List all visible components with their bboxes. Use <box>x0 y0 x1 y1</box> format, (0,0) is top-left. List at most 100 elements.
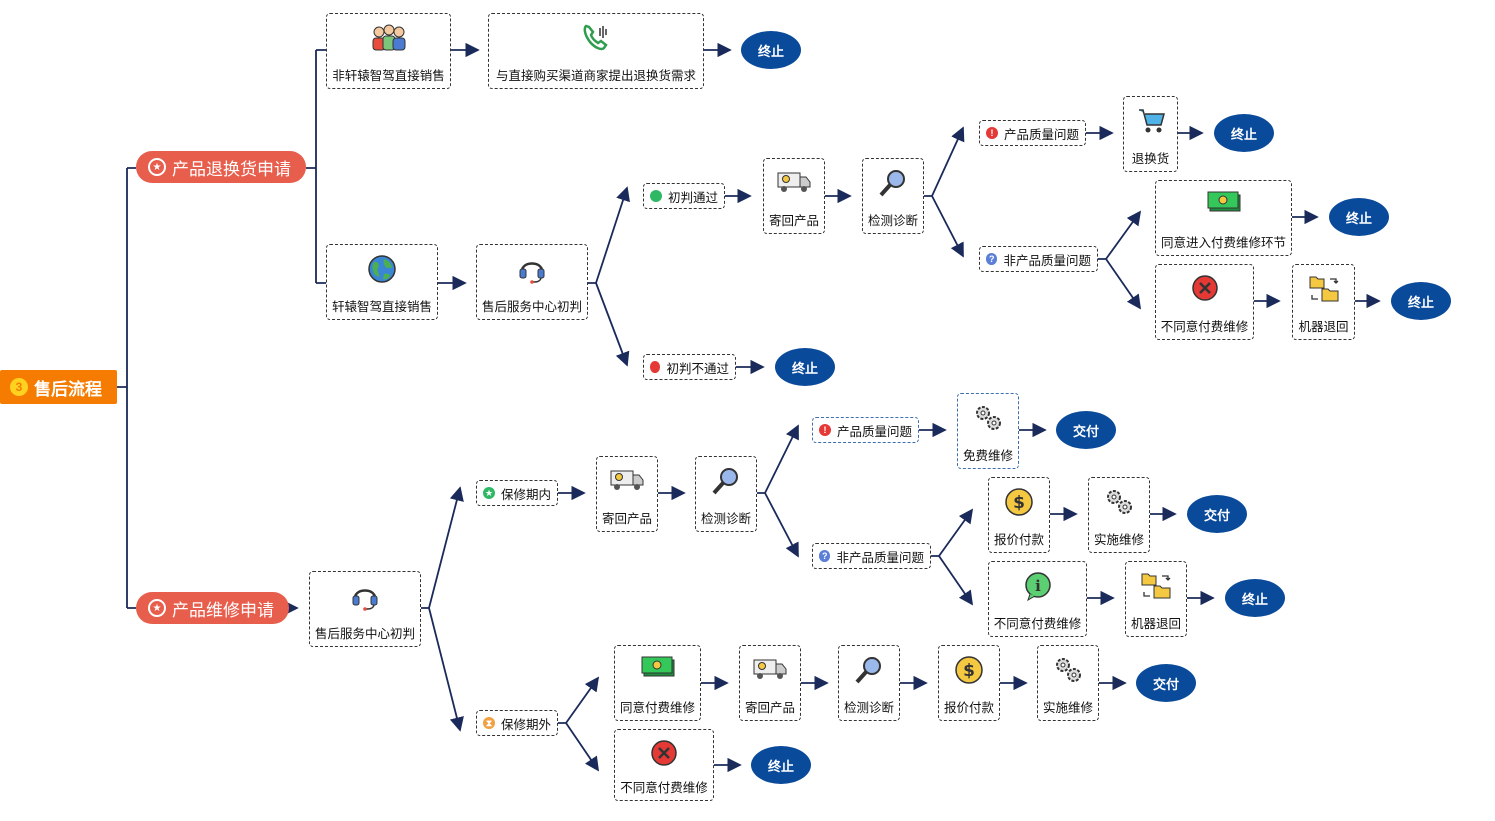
tag-quality-issue[interactable]: ! 产品质量问题 <box>979 120 1086 146</box>
question-icon: ? <box>986 253 998 265</box>
truck-icon <box>777 172 811 192</box>
node-send-back[interactable]: 寄回产品 <box>763 158 825 234</box>
svg-text:i: i <box>1035 577 1041 595</box>
terminal-end: 终止 <box>1391 282 1451 320</box>
node-repair-machine-return[interactable]: 机器退回 <box>1125 561 1187 637</box>
gears-icon <box>976 406 1001 430</box>
branch-return-label: 产品退换货申请 <box>172 159 291 179</box>
node-direct-sales[interactable]: 轩辕智驾直接销售 <box>326 244 438 320</box>
terminal-label: 终止 <box>1241 591 1268 607</box>
number-badge: 3 <box>10 378 28 396</box>
truck-icon <box>610 470 644 490</box>
phone-icon <box>583 24 608 51</box>
node-label: 寄回产品 <box>768 214 819 228</box>
headset-icon <box>519 262 545 284</box>
gears-icon <box>1107 490 1132 514</box>
terminal-end: 终止 <box>741 31 801 69</box>
star-badge-icon: ★ <box>483 487 495 499</box>
branch-repair-label: 产品维修申请 <box>172 600 274 620</box>
alert-icon: ! <box>986 127 998 139</box>
tag-label: 非产品质量问题 <box>836 550 924 565</box>
node-implement[interactable]: 实施维修 <box>1088 477 1150 553</box>
terminal-end: 终止 <box>775 348 835 386</box>
node-exchange[interactable]: 退换货 <box>1123 96 1178 172</box>
node-label: 非轩辕智驾直接销售 <box>332 69 445 83</box>
node-agree-paid-repair[interactable]: 同意付费维修 <box>614 645 701 721</box>
node-repair-service-check[interactable]: 售后服务中心初判 <box>309 571 421 647</box>
node-out-implement[interactable]: 实施维修 <box>1037 645 1099 721</box>
node-free-repair[interactable]: 免费维修 <box>957 393 1019 469</box>
close-icon <box>1191 275 1218 301</box>
node-label: 机器退回 <box>1298 320 1349 334</box>
tag-label: 产品质量问题 <box>1003 127 1079 142</box>
node-agree-paid[interactable]: 同意进入付费维修环节 <box>1155 180 1292 256</box>
tag-label: 非产品质量问题 <box>1003 253 1091 268</box>
node-contact-merchant[interactable]: 与直接购买渠道商家提出退换货需求 <box>488 13 704 89</box>
terminal-label: 终止 <box>757 43 784 59</box>
tag-label: 保修期外 <box>500 717 551 732</box>
terminal-deliver: 交付 <box>1187 495 1247 533</box>
root-label: 售后流程 <box>34 379 102 399</box>
node-repair-disagree[interactable]: i 不同意付费维修 <box>988 561 1087 637</box>
people-icon <box>372 24 405 51</box>
node-label: 报价付款 <box>993 533 1044 547</box>
tag-label: 产品质量问题 <box>836 424 912 439</box>
node-non-direct-sales[interactable]: 非轩辕智驾直接销售 <box>326 13 451 89</box>
folders-icon <box>1309 276 1338 302</box>
dollar-icon: $ <box>1005 488 1033 516</box>
truck-icon <box>753 659 787 679</box>
node-quote-pay[interactable]: $ 报价付款 <box>988 477 1050 553</box>
node-repair-send-back[interactable]: 寄回产品 <box>596 456 658 532</box>
folders-icon <box>1141 573 1171 599</box>
tag-non-quality-issue[interactable]: ? 非产品质量问题 <box>979 246 1098 272</box>
tag-label: 初判通过 <box>667 190 718 205</box>
node-service-center-check[interactable]: 售后服务中心初判 <box>476 244 588 320</box>
node-label: 售后服务中心初判 <box>481 300 582 314</box>
node-label: 同意付费维修 <box>619 701 695 715</box>
hourglass-icon: ⧗ <box>483 717 495 729</box>
tag-fail[interactable]: 初判不通过 <box>643 354 736 380</box>
node-out-inspect[interactable]: 检测诊断 <box>838 645 900 721</box>
terminal-label: 终止 <box>791 360 818 376</box>
cart-icon <box>1138 109 1165 133</box>
node-label: 检测诊断 <box>843 701 894 715</box>
terminal-deliver: 交付 <box>1136 664 1196 702</box>
tag-in-warranty[interactable]: ★ 保修期内 <box>476 480 558 506</box>
star-icon: ★ <box>148 158 166 176</box>
node-label: 寄回产品 <box>601 512 652 526</box>
branch-return[interactable]: ★ 产品退换货申请 <box>136 151 306 183</box>
terminal-label: 交付 <box>1072 423 1099 439</box>
node-inspect[interactable]: 检测诊断 <box>862 158 924 234</box>
svg-text:$: $ <box>1013 493 1025 513</box>
tag-label: 初判不通过 <box>666 361 729 376</box>
star-icon: ★ <box>148 599 166 617</box>
node-label: 不同意付费维修 <box>1160 320 1249 334</box>
node-disagree-paid[interactable]: 不同意付费维修 <box>1155 264 1254 340</box>
money-icon <box>641 656 674 677</box>
headset-icon <box>352 589 378 611</box>
node-out-quote-pay[interactable]: $ 报价付款 <box>938 645 1000 721</box>
gears-icon <box>1056 658 1081 682</box>
node-label: 同意进入付费维修环节 <box>1160 236 1286 250</box>
tag-pass[interactable]: 初判通过 <box>643 183 725 209</box>
terminal-end: 终止 <box>1214 114 1274 152</box>
branch-repair[interactable]: ★ 产品维修申请 <box>136 592 289 624</box>
node-machine-return[interactable]: 机器退回 <box>1292 264 1355 340</box>
red-dot-icon <box>650 361 661 373</box>
node-label: 寄回产品 <box>744 701 795 715</box>
tag-repair-non-quality-issue[interactable]: ? 非产品质量问题 <box>812 543 931 569</box>
magnifier-icon <box>879 170 905 197</box>
node-label: 报价付款 <box>943 701 994 715</box>
terminal-end: 终止 <box>1225 579 1285 617</box>
terminal-end: 终止 <box>751 746 811 784</box>
node-out-disagree[interactable]: 不同意付费维修 <box>614 729 714 801</box>
magnifier-icon <box>855 657 881 684</box>
node-out-send-back[interactable]: 寄回产品 <box>739 645 801 721</box>
node-repair-inspect[interactable]: 检测诊断 <box>695 456 757 532</box>
tag-out-warranty[interactable]: ⧗ 保修期外 <box>476 710 558 736</box>
node-label: 退换货 <box>1131 152 1170 166</box>
magnifier-icon <box>712 468 738 495</box>
tag-repair-quality-issue[interactable]: ! 产品质量问题 <box>812 417 919 443</box>
question-icon: ? <box>819 550 831 562</box>
